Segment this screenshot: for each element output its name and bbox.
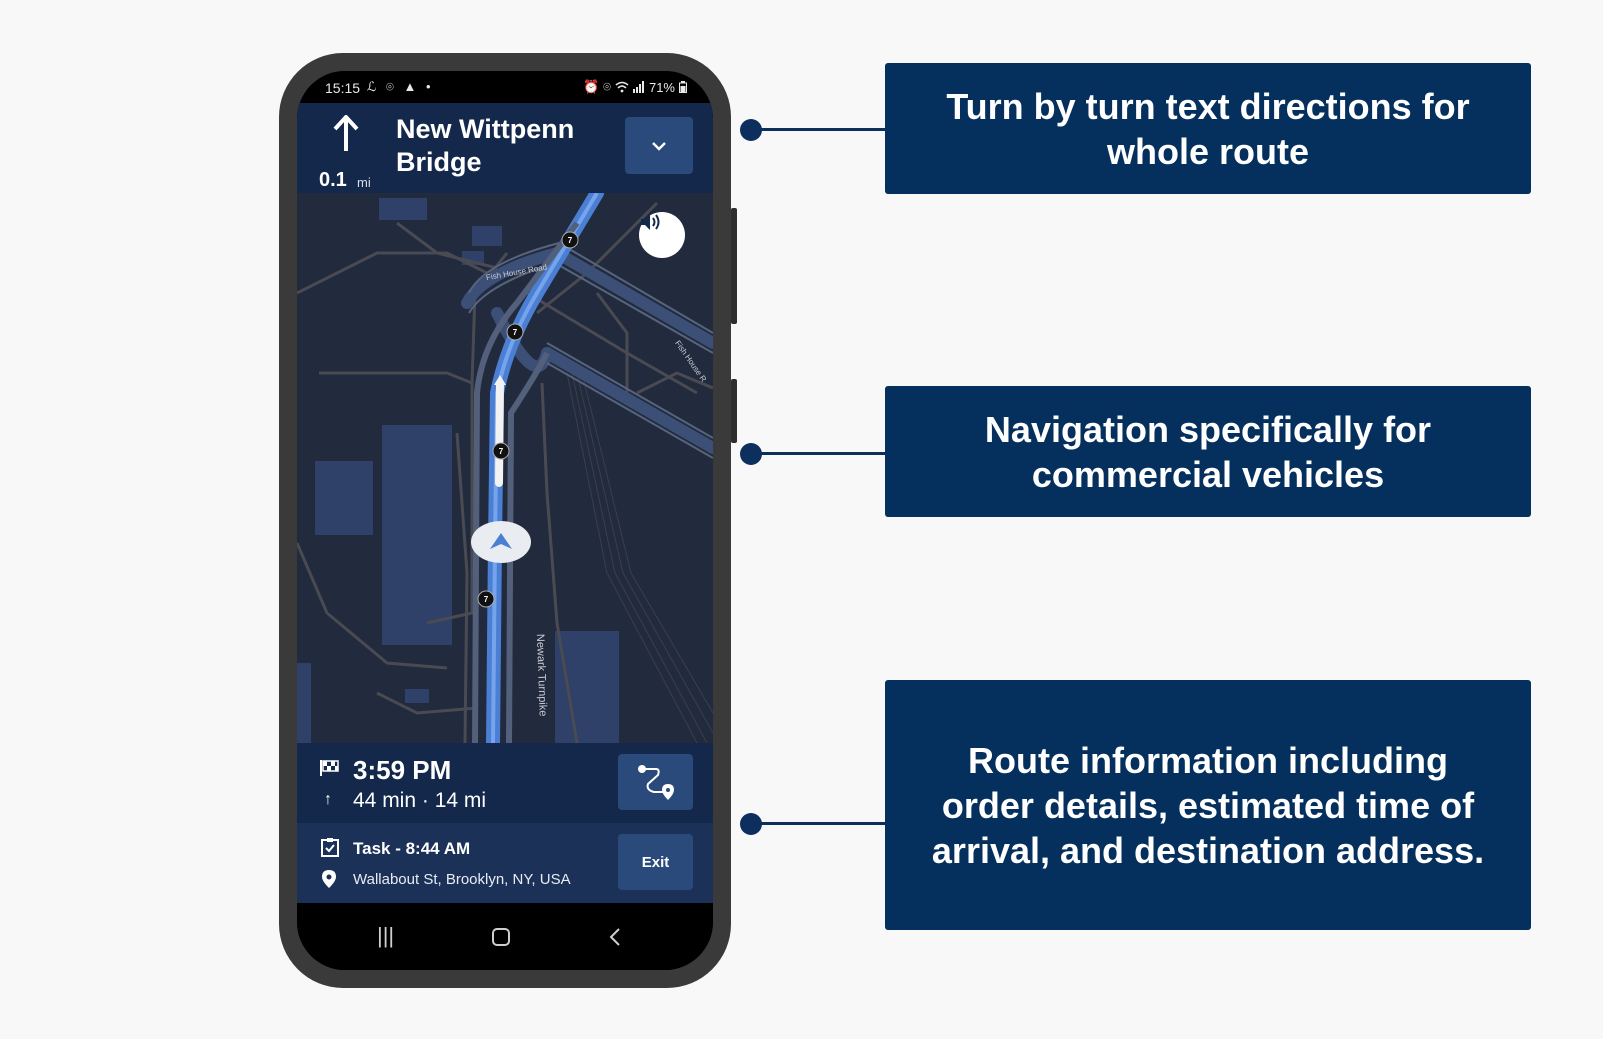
map-building bbox=[315, 461, 373, 535]
svg-text:7: 7 bbox=[513, 328, 518, 337]
callout-connector-line bbox=[750, 452, 885, 455]
home-icon[interactable] bbox=[491, 927, 511, 947]
maneuver-arrow-head bbox=[494, 375, 506, 385]
callout-commercial-navigation: Navigation specifically for commercial v… bbox=[885, 386, 1531, 517]
straight-arrow-icon bbox=[333, 115, 359, 151]
map-route-side-road bbox=[472, 221, 580, 743]
map-building bbox=[472, 226, 502, 246]
recent-apps-icon[interactable]: ||| bbox=[377, 923, 395, 948]
maneuver-street-name: New Wittpenn Bridge bbox=[396, 114, 575, 177]
map-rail-lines bbox=[566, 372, 713, 743]
exit-button[interactable]: Exit bbox=[618, 834, 693, 890]
location-icon: ⌾ bbox=[603, 79, 611, 94]
accessibility-icon: ℒ bbox=[367, 79, 380, 94]
battery-percent: 71% bbox=[648, 79, 675, 95]
back-icon[interactable] bbox=[608, 927, 622, 947]
phone-frame: 15:15 ℒ ⌾ ▲ • ⏰ ⌾ 71% 0.1 mi bbox=[279, 53, 737, 988]
maneuver-distance: 0.1 bbox=[319, 169, 347, 191]
wifi-icon bbox=[615, 81, 629, 93]
arrow-up-icon: ↑ bbox=[324, 791, 332, 808]
status-right-icons: ⏰ ⌾ 71% bbox=[583, 79, 687, 95]
alarm-icon: ⏰ bbox=[582, 79, 600, 94]
map-route-side-road bbox=[506, 351, 550, 743]
maneuver-distance-unit: mi bbox=[357, 175, 371, 190]
phone-side-button-power bbox=[731, 208, 737, 324]
phone-screen: 15:15 ℒ ⌾ ▲ • ⏰ ⌾ 71% 0.1 mi bbox=[297, 71, 713, 970]
maneuver-arrow bbox=[495, 379, 504, 487]
route-summary-panel: 3:59 PM ↑ 44 min · 14 mi bbox=[297, 743, 713, 823]
status-time: 15:15 bbox=[325, 80, 361, 96]
speaker-icon bbox=[641, 214, 660, 230]
task-panel[interactable]: Task - 8:44 AM Wallabout St, Brooklyn, N… bbox=[297, 823, 713, 903]
route-shield: 7 7 7 7 bbox=[477, 231, 579, 608]
callout-route-information: Route information including order detail… bbox=[885, 680, 1531, 930]
route-overview-button[interactable] bbox=[618, 754, 693, 810]
callout-turn-by-turn: Turn by turn text directions for whole r… bbox=[885, 63, 1531, 194]
chevron-down-icon bbox=[652, 141, 666, 151]
arrival-time: 3:59 PM bbox=[353, 755, 452, 785]
route-overview-icon bbox=[637, 765, 674, 800]
callout-connector-line bbox=[750, 128, 885, 131]
map-road-label-newark-turnpike: Newark Turnpike bbox=[534, 634, 549, 717]
location-pin-icon bbox=[322, 870, 336, 888]
map-road-lines bbox=[297, 201, 713, 743]
phone-side-button-volume bbox=[731, 379, 737, 443]
remaining-duration-distance: 44 min · 14 mi bbox=[353, 789, 487, 812]
sound-toggle-button[interactable] bbox=[639, 212, 685, 258]
navigation-map[interactable]: 7 7 7 7 Fish House Road Fish House R New… bbox=[297, 193, 713, 743]
expand-directions-button[interactable] bbox=[625, 117, 693, 174]
status-left-icons: ℒ ⌾ ▲ • bbox=[367, 79, 434, 95]
status-bar: 15:15 ℒ ⌾ ▲ • ⏰ ⌾ 71% bbox=[297, 71, 713, 103]
dot-icon: • bbox=[425, 79, 434, 94]
clipboard-check-icon bbox=[321, 838, 339, 857]
system-nav-bar: ||| bbox=[297, 903, 713, 970]
map-canvas: 7 7 7 7 Fish House Road Fish House R New… bbox=[297, 193, 713, 743]
vehicle-heading-icon bbox=[490, 533, 512, 549]
signal-icon bbox=[632, 81, 644, 93]
map-building bbox=[382, 425, 452, 645]
map-building bbox=[297, 663, 311, 743]
battery-icon bbox=[679, 81, 687, 93]
svg-text:7: 7 bbox=[499, 447, 504, 456]
svg-text:7: 7 bbox=[568, 236, 573, 245]
finish-flag-icon bbox=[320, 760, 339, 776]
location-icon: ⌾ bbox=[386, 79, 397, 94]
map-building bbox=[405, 689, 429, 703]
svg-text:7: 7 bbox=[484, 595, 489, 604]
map-building bbox=[379, 198, 427, 220]
callout-connector-line bbox=[750, 822, 885, 825]
task-address: Wallabout St, Brooklyn, NY, USA bbox=[353, 871, 571, 888]
navigation-icon: ▲ bbox=[403, 79, 420, 94]
task-title: Task - 8:44 AM bbox=[353, 839, 471, 858]
map-building bbox=[555, 631, 619, 743]
turn-instruction-header[interactable]: 0.1 mi New Wittpenn Bridge bbox=[297, 103, 713, 193]
